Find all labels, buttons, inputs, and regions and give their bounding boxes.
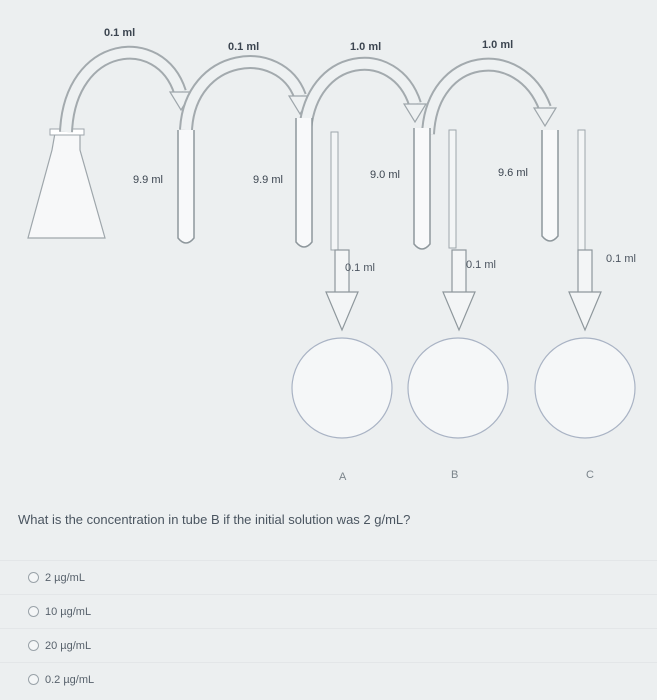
- tube-volume-1: 9.9 ml: [133, 174, 163, 186]
- option-label: 20 µg/mL: [45, 639, 92, 652]
- plate-arrow-b: [442, 249, 476, 332]
- transfer-label-4: 1.0 ml: [482, 39, 513, 51]
- plate-transfer-label-c: 0.1 ml: [606, 253, 636, 265]
- dilution-diagram: 0.1 ml 0.1 ml 1.0 ml 1.0 ml 9.9 ml 9.9 m…: [27, 27, 636, 483]
- transfer-arc-1: [59, 45, 194, 133]
- tube-volume-4: 9.6 ml: [498, 167, 528, 179]
- pipette-1: [330, 131, 339, 251]
- option-label: 2 µg/mL: [45, 571, 85, 584]
- transfer-label-1: 0.1 ml: [104, 27, 135, 39]
- option-label: 10 µg/mL: [45, 605, 92, 618]
- pipette-2: [448, 129, 457, 249]
- plate-arrow-c: [568, 249, 602, 332]
- tube-4: [541, 130, 559, 242]
- radio-icon[interactable]: [28, 606, 39, 617]
- radio-icon[interactable]: [28, 640, 39, 651]
- plate-c: [534, 337, 636, 439]
- stock-flask: [27, 132, 106, 239]
- transfer-arc-3: [298, 56, 428, 133]
- transfer-label-3: 1.0 ml: [350, 41, 381, 53]
- option-10-ug-ml[interactable]: 10 µg/mL: [0, 594, 657, 628]
- plate-a: [291, 337, 393, 439]
- radio-icon[interactable]: [28, 572, 39, 583]
- tube-volume-3: 9.0 ml: [370, 169, 400, 181]
- plate-transfer-label-b: 0.1 ml: [466, 259, 496, 271]
- plate-arrow-a: [325, 249, 359, 332]
- plate-label-a: A: [339, 471, 347, 483]
- option-20-ug-ml[interactable]: 20 µg/mL: [0, 628, 657, 662]
- transfer-label-2: 0.1 ml: [228, 41, 259, 53]
- tube-volume-2: 9.9 ml: [253, 174, 283, 186]
- option-2-ug-ml[interactable]: 2 µg/mL: [0, 560, 657, 594]
- transfer-arc-4: [421, 57, 558, 135]
- plate-transfer-label-a: 0.1 ml: [345, 262, 375, 274]
- tube-3: [413, 128, 431, 250]
- option-0-2-ug-ml[interactable]: 0.2 µg/mL: [0, 662, 657, 696]
- plate-label-b: B: [451, 469, 458, 481]
- pipette-3: [577, 129, 586, 251]
- radio-icon[interactable]: [28, 674, 39, 685]
- plate-b: [407, 337, 509, 439]
- tube-2: [295, 118, 313, 248]
- tube-1: [177, 130, 195, 244]
- transfer-arc-2: [179, 55, 313, 131]
- plate-label-c: C: [586, 469, 594, 481]
- question-text: What is the concentration in tube B if t…: [18, 512, 411, 527]
- answer-options: 2 µg/mL 10 µg/mL 20 µg/mL 0.2 µg/mL: [0, 560, 657, 696]
- option-label: 0.2 µg/mL: [45, 673, 95, 686]
